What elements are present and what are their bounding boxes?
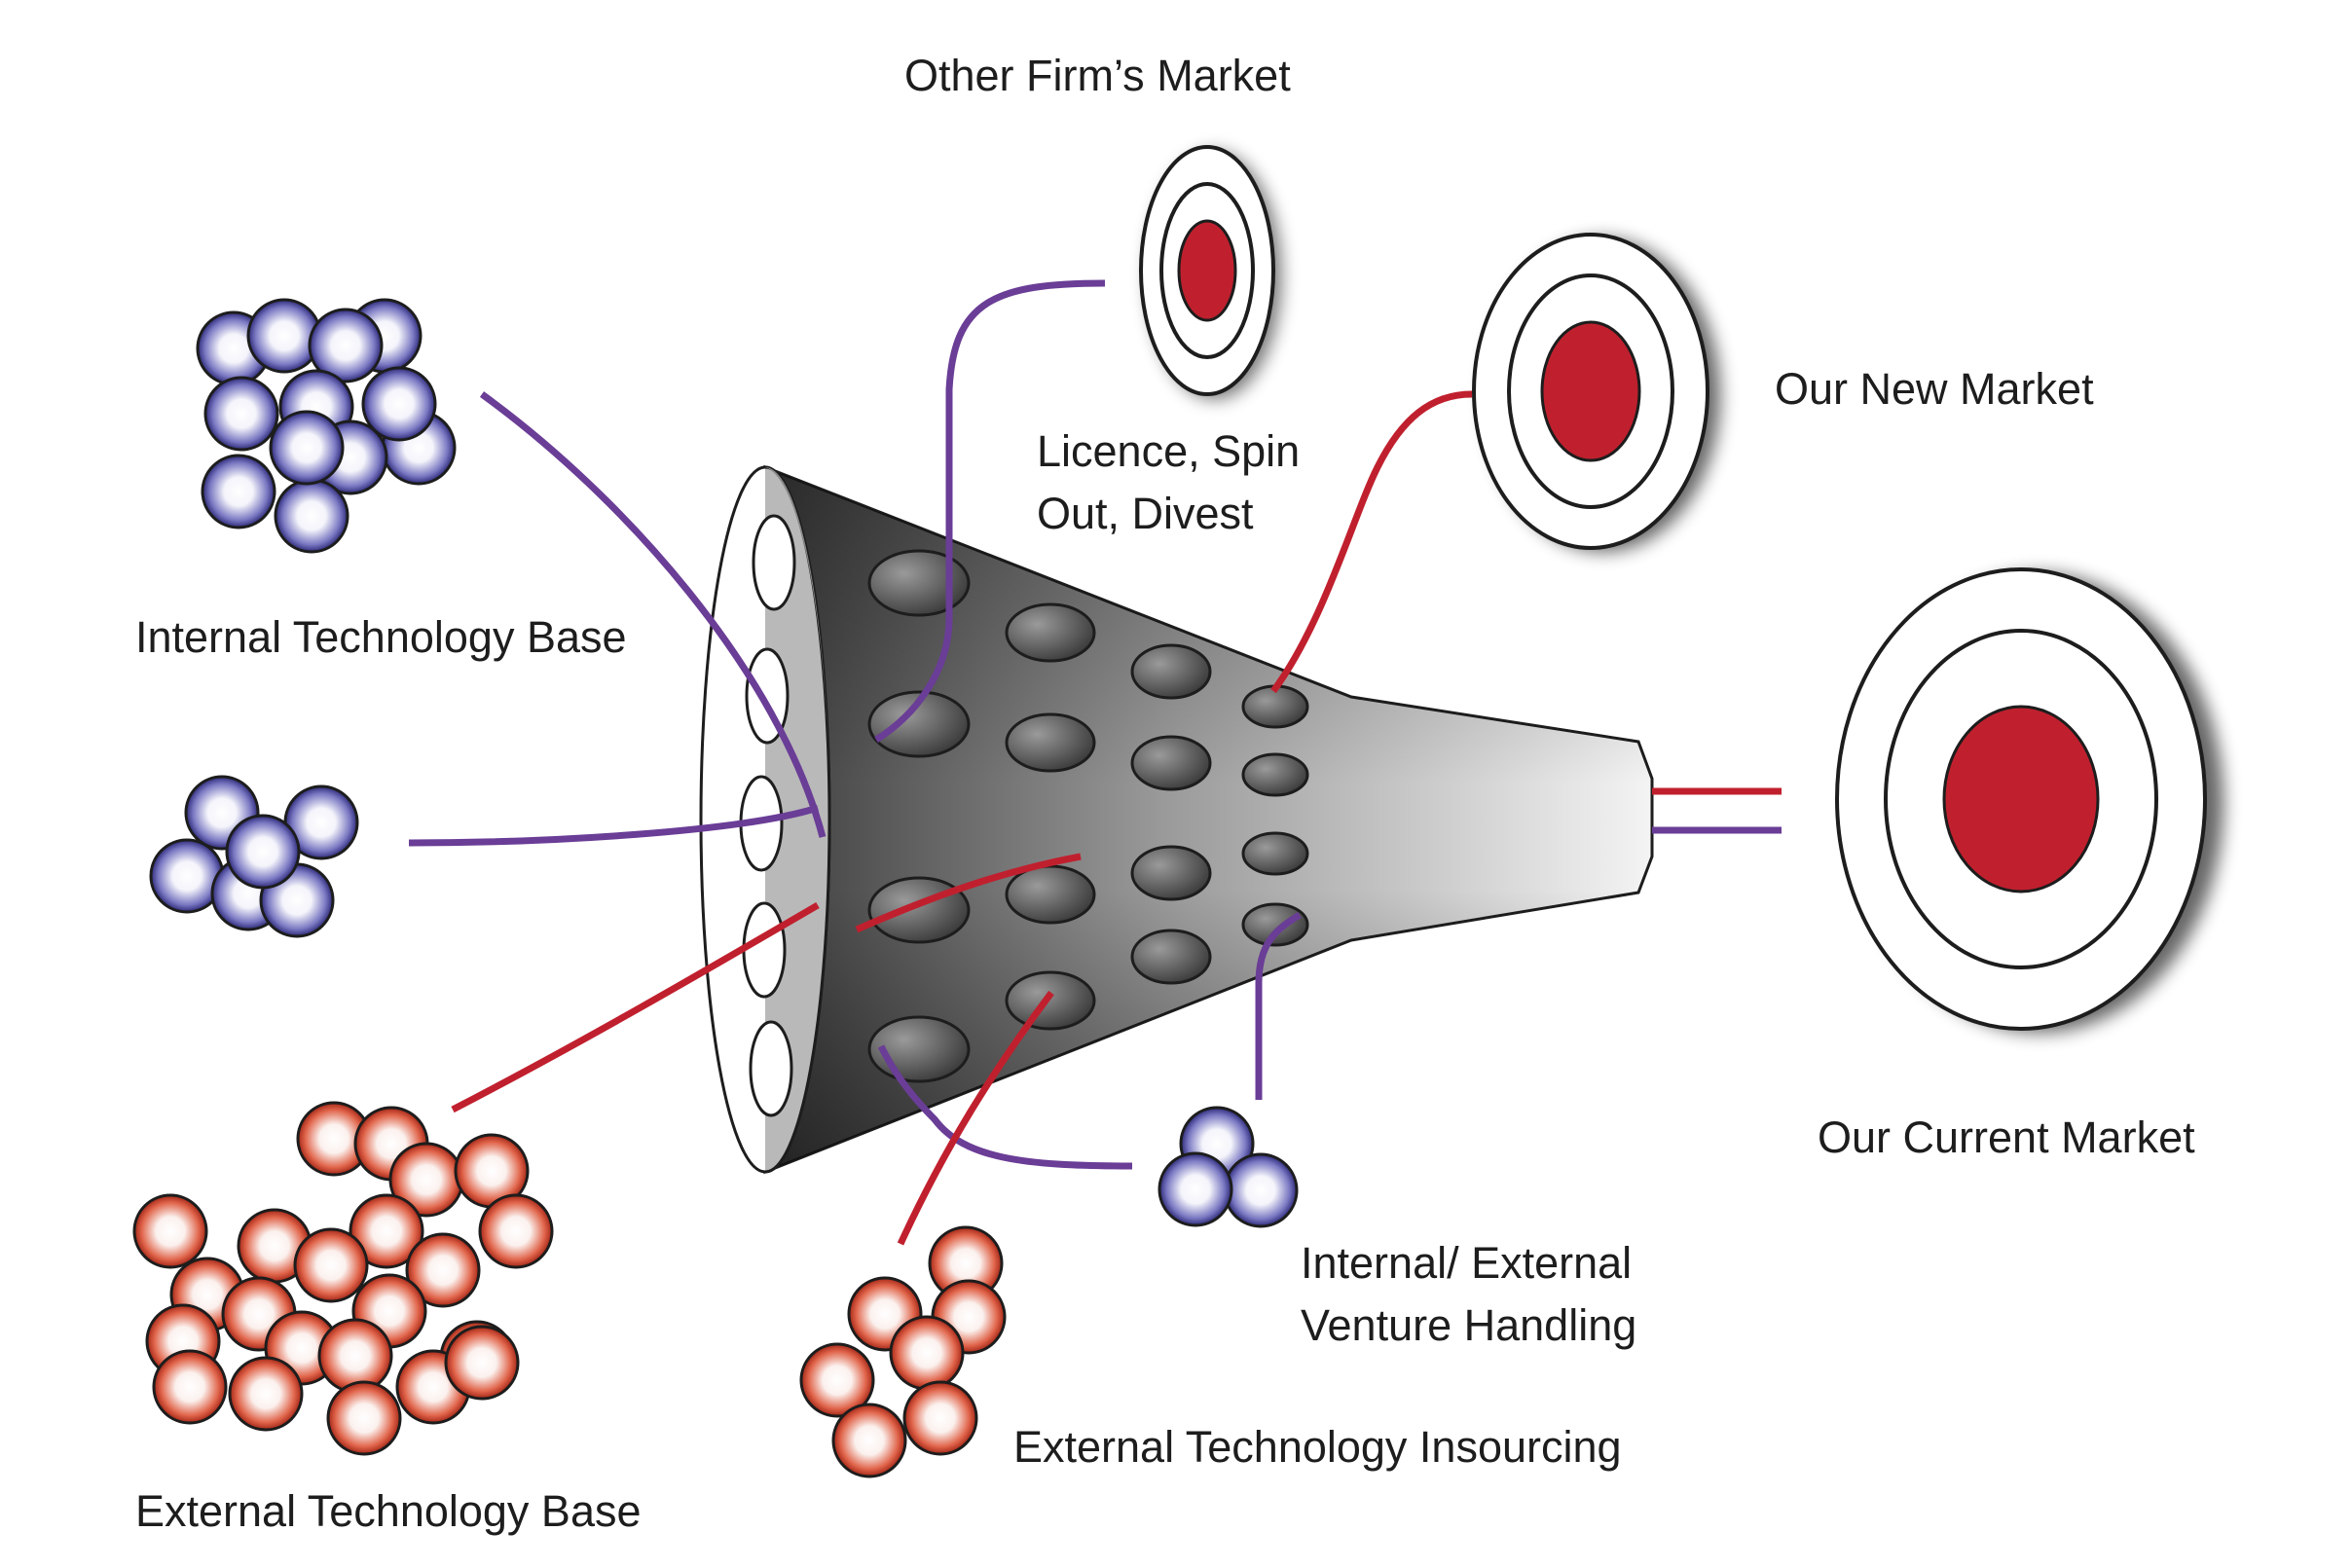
technology-ball (831, 1403, 907, 1478)
technology-ball (317, 1318, 393, 1394)
external-flow-lines (451, 390, 1782, 1246)
technology-ball (889, 1315, 965, 1391)
licence-label-line1: Licence, Spin (1037, 426, 1301, 476)
venture-handling-label-line2: Venture Handling (1301, 1300, 1637, 1350)
technology-ball (308, 308, 384, 383)
technology-ball (201, 454, 276, 529)
venture-handling-label-line1: Internal/ External (1301, 1238, 1633, 1288)
external-base-flow-line (451, 901, 820, 1113)
technology-ball (203, 376, 279, 452)
technology-ball (293, 1227, 369, 1303)
technology-funnel (699, 464, 1654, 1175)
internal-technology-small-cluster (149, 775, 359, 938)
small-internal-cluster-flow-line (408, 804, 820, 847)
funnel-internal-red-line (855, 853, 1082, 933)
technology-ball (274, 478, 349, 554)
technology-ball (444, 1325, 520, 1401)
technology-ball (349, 1193, 424, 1269)
our-current-market-target (1835, 567, 2223, 1033)
our-new-market-target (1472, 233, 1720, 552)
external-technology-insourcing-label: External Technology Insourcing (1013, 1422, 1622, 1472)
licence-label-line2: Out, Divest (1037, 489, 1254, 538)
technology-ball (269, 410, 345, 486)
other-firms-market-target (1139, 145, 1281, 399)
technology-ball (225, 814, 301, 890)
technology-ball (1223, 1152, 1299, 1228)
technology-ball (132, 1193, 208, 1269)
venture-return-flow-line (1255, 911, 1302, 1100)
internal-technology-base-cluster (196, 298, 457, 554)
venture-handling-cluster (1158, 1106, 1299, 1228)
funnel-side-openings (867, 549, 1309, 1083)
internal-technology-base-label: Internal Technology Base (135, 612, 627, 662)
technology-ball (1158, 1151, 1233, 1227)
technology-ball (405, 1232, 481, 1308)
technology-ball (228, 1356, 304, 1432)
venture-handling-flow-line (877, 1044, 1133, 1170)
insourcing-flow-line (897, 990, 1054, 1246)
our-current-market-label: Our Current Market (1818, 1112, 2195, 1162)
new-market-flow-line (1270, 390, 1473, 694)
external-insourcing-cluster (799, 1225, 1007, 1478)
internal-base-flow-line (479, 391, 827, 838)
licence-flow-line (874, 279, 1106, 743)
technology-ball (326, 1380, 402, 1456)
technology-ball (361, 366, 437, 442)
technology-ball (799, 1342, 875, 1418)
external-technology-base-label: External Technology Base (135, 1486, 642, 1536)
other-firms-market-label: Other Firm’s Market (904, 51, 1291, 100)
technology-ball (902, 1380, 978, 1456)
our-new-market-label: Our New Market (1775, 364, 2094, 414)
technology-ball (478, 1193, 554, 1269)
external-technology-base-cluster (132, 1101, 554, 1456)
internal-flow-lines (408, 279, 1782, 1170)
technology-ball (152, 1349, 228, 1425)
